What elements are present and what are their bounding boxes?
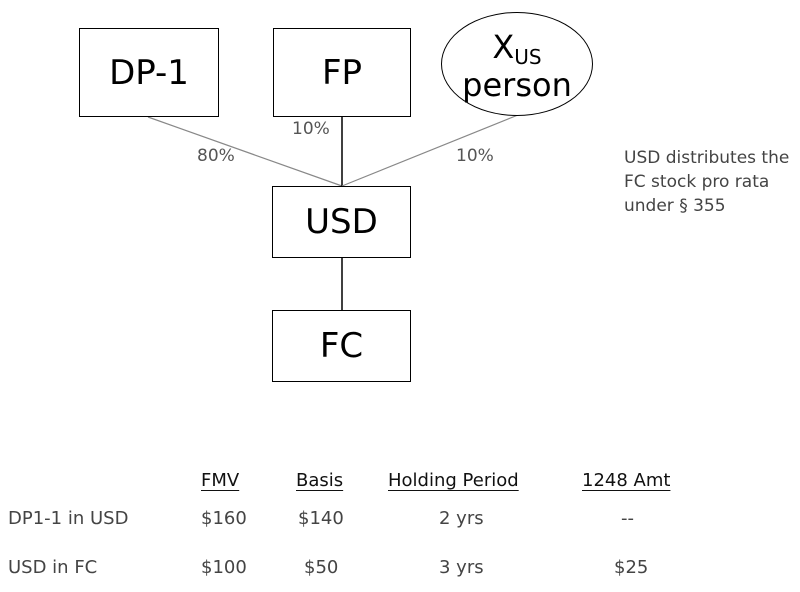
row-label: USD in FC bbox=[8, 557, 98, 578]
entity-fp-box: FP bbox=[273, 28, 411, 117]
entity-usd-label: USD bbox=[305, 202, 378, 242]
cell-1248-amt: $25 bbox=[614, 557, 649, 578]
header-holding-period: Holding Period bbox=[388, 470, 519, 491]
cell-holding-period: 3 yrs bbox=[439, 557, 484, 578]
pct-x: 10% bbox=[456, 146, 494, 166]
header-fmv: FMV bbox=[201, 470, 240, 491]
entity-x-line2: person bbox=[462, 66, 572, 104]
line-x-usd bbox=[341, 114, 519, 187]
cell-fmv: $160 bbox=[201, 508, 247, 529]
entity-fp-label: FP bbox=[321, 52, 363, 93]
entity-x-us-person-ellipse: XUS person bbox=[441, 12, 593, 116]
entity-x-sub: US bbox=[514, 45, 542, 69]
entity-usd-box: USD bbox=[272, 186, 411, 258]
entity-fc-box: FC bbox=[272, 310, 411, 382]
entity-x-label: XUS bbox=[442, 31, 592, 67]
distribution-note: USD distributes the FC stock pro rata un… bbox=[624, 148, 790, 216]
entity-x-main: X bbox=[492, 28, 515, 66]
row-label: DP1-1 in USD bbox=[8, 508, 129, 529]
cell-1248-amt: -- bbox=[621, 508, 634, 529]
pct-dp1: 80% bbox=[197, 146, 235, 166]
entity-dp1-box: DP-1 bbox=[79, 28, 219, 117]
cell-holding-period: 2 yrs bbox=[439, 508, 484, 529]
cell-fmv: $100 bbox=[201, 557, 247, 578]
header-1248-amt: 1248 Amt bbox=[582, 470, 671, 491]
pct-fp: 10% bbox=[292, 119, 330, 139]
line-dp1-usd bbox=[147, 116, 343, 187]
cell-basis: $50 bbox=[304, 557, 339, 578]
header-basis: Basis bbox=[296, 470, 344, 491]
entity-dp1-label: DP-1 bbox=[109, 52, 189, 93]
cell-basis: $140 bbox=[298, 508, 344, 529]
entity-fc-label: FC bbox=[319, 326, 364, 366]
